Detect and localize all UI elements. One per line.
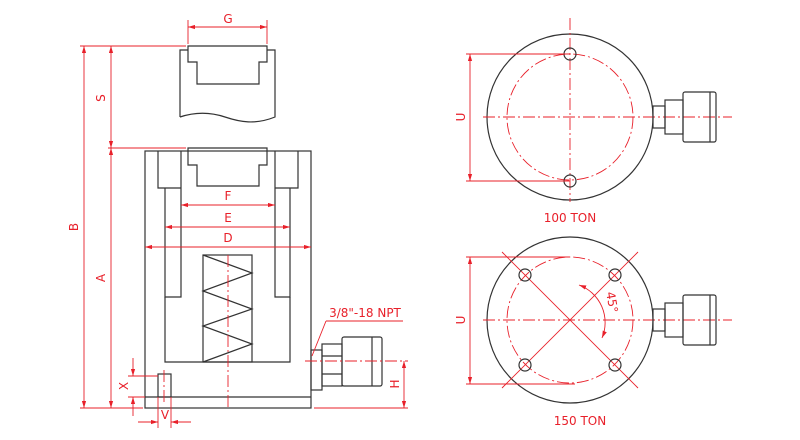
dim-s: S [94,94,108,102]
side-dimensions: G F E D B S A X V H 3/8"-18 NPT [67,12,408,428]
dim-u-bottom: U [454,316,468,325]
top-view-100-ton: U 100 TON [454,18,732,225]
dim-f: F [225,189,232,203]
side-view [144,45,408,409]
dim-x: X [117,382,131,390]
dim-a: A [94,273,108,282]
dim-b: B [67,223,81,231]
top-view-150-ton: 45° U 150 TON [454,236,732,428]
dim-h: H [388,379,402,388]
angle-label: 45° [603,291,620,314]
caption-100-ton: 100 TON [544,211,596,225]
caption-150-ton: 150 TON [554,414,606,428]
dim-e: E [224,211,232,225]
dim-g: G [223,12,232,26]
dim-v: V [161,408,170,422]
dim-u-top: U [454,113,468,122]
port-label: 3/8"-18 NPT [329,306,401,320]
dim-d: D [223,231,232,245]
